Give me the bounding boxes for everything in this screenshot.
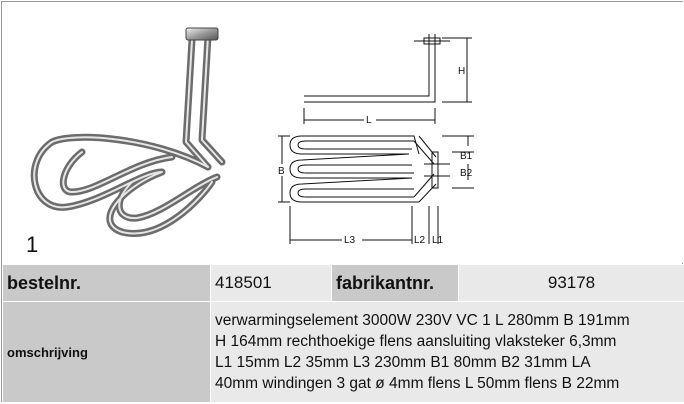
description-line: 40mm windingen 3 gat ø 4mm flens L 50mm … (215, 373, 680, 394)
product-figure: H L B B1 B2 L3 L2 L1 1 (2, 2, 684, 263)
order-number-label: bestelnr. (3, 265, 211, 302)
manufacturer-number-value: 93178 (459, 265, 684, 302)
heating-element-photo (12, 22, 247, 252)
description-text: verwarmingselement 3000W 230V VC 1 L 280… (211, 302, 684, 403)
dim-label-l: L (366, 115, 372, 126)
order-row: bestelnr. 418501 fabrikantnr. 93178 (3, 265, 684, 302)
description-line: verwarmingselement 3000W 230V VC 1 L 280… (215, 310, 680, 331)
dim-label-l1: L1 (432, 235, 444, 246)
manufacturer-number-label: fabrikantnr. (332, 265, 459, 302)
figure-index: 1 (26, 232, 38, 258)
dim-label-l3: L3 (344, 235, 356, 246)
dimension-drawing: H L B B1 B2 L3 L2 L1 (264, 24, 494, 249)
description-line: L1 15mm L2 35mm L3 230mm B1 80mm B2 31mm… (215, 352, 680, 373)
description-row: omschrijving verwarmingselement 3000W 23… (3, 302, 684, 403)
dim-label-h: H (458, 66, 465, 77)
dim-label-b: B (278, 166, 285, 177)
dim-label-l2: L2 (414, 235, 426, 246)
dim-label-b2: B2 (460, 168, 473, 179)
order-number-value: 418501 (211, 265, 332, 302)
description-line: H 164mm rechthoekige flens aansluiting v… (215, 331, 680, 352)
dim-label-b1: B1 (460, 151, 473, 162)
description-label: omschrijving (3, 302, 211, 403)
spec-table: bestelnr. 418501 fabrikantnr. 93178 omsc… (2, 264, 684, 403)
